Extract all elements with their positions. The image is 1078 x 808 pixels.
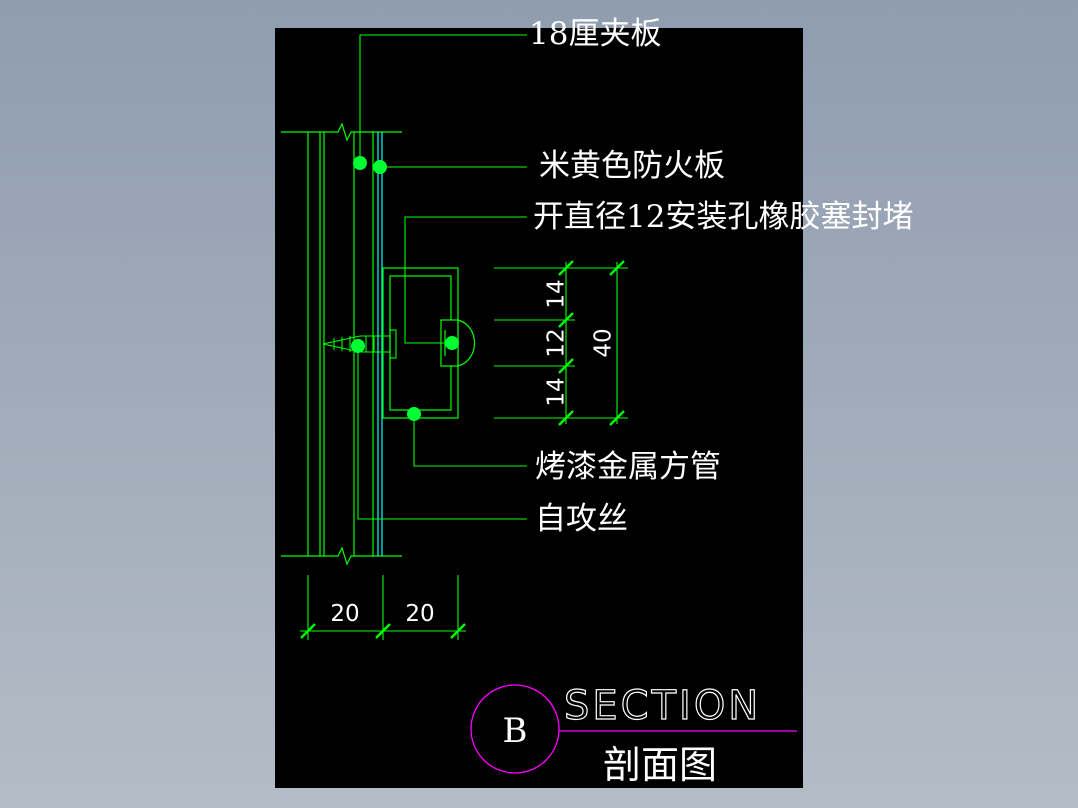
tick <box>558 312 574 328</box>
screw-head <box>389 329 397 359</box>
label-hole: 开直径12安装孔橡胶塞封堵 <box>533 199 913 235</box>
tick <box>300 623 316 639</box>
label-tube: 烤漆金属方管 <box>535 449 721 485</box>
drawing-sheet <box>275 28 803 788</box>
leader-dots <box>351 156 459 421</box>
annotation-labels: 18厘夹板 米黄色防火板 开直径12安装孔橡胶塞封堵 烤漆金属方管 自攻丝 <box>529 16 913 537</box>
tick <box>450 623 466 639</box>
dim-seg-top: 14 <box>544 279 570 308</box>
tick <box>558 358 574 374</box>
dim-width-left: 20 <box>330 601 359 627</box>
tick <box>375 623 391 639</box>
section-title: SECTION <box>564 683 761 729</box>
label-screw: 自攻丝 <box>535 501 628 537</box>
leader-screw <box>357 346 527 520</box>
bottom-break-line <box>281 546 402 566</box>
vertical-dimensions <box>494 260 628 426</box>
rubber-plug <box>457 319 475 367</box>
section-title-block: B SECTION 剖面图 <box>470 682 797 787</box>
dim-width-right: 20 <box>405 601 434 627</box>
tick <box>558 410 574 426</box>
tick <box>558 260 574 276</box>
vertical-dimension-text: 14 12 14 40 <box>544 279 617 406</box>
dot-hole <box>445 336 459 350</box>
dot-screw <box>351 339 365 353</box>
section-caption: 剖面图 <box>603 743 717 787</box>
tick <box>609 260 625 276</box>
label-plywood: 18厘夹板 <box>529 16 661 52</box>
dot-tube <box>407 407 421 421</box>
horizontal-dimensions <box>300 575 466 640</box>
fireboard-layer <box>377 132 383 556</box>
dim-seg-bottom: 14 <box>544 377 570 406</box>
section-mark-circle <box>470 684 560 774</box>
dot-plywood <box>353 156 367 170</box>
dim-overall: 40 <box>591 328 617 357</box>
leader-tube <box>413 414 527 467</box>
section-mark-letter: B <box>503 711 528 751</box>
label-fireboard: 米黄色防火板 <box>539 148 725 184</box>
horizontal-dimension-text: 20 20 <box>330 601 434 627</box>
tick <box>609 410 625 426</box>
dim-seg-mid: 12 <box>544 328 570 357</box>
leader-lines <box>357 34 527 520</box>
leader-hole <box>404 216 527 344</box>
leader-plywood <box>359 34 527 163</box>
dot-fireboard <box>373 160 387 174</box>
